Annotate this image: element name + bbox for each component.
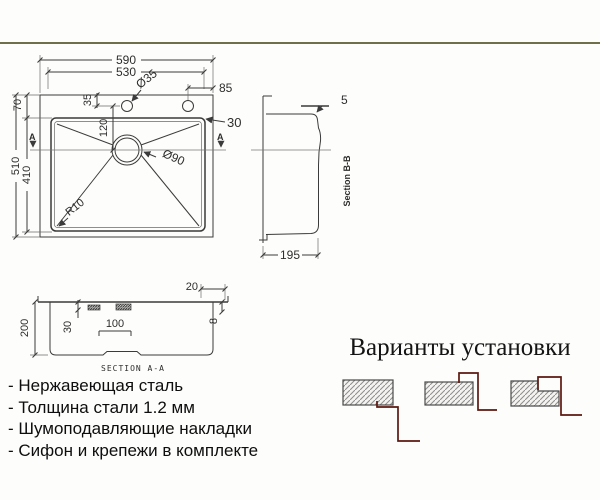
section-marker-a-right: A — [217, 132, 224, 142]
dim-wall-offset: 30 — [62, 321, 74, 333]
dim-corner-radius: R10 — [64, 197, 87, 219]
top-view-drawing: A A 590 530 85 — [10, 53, 241, 240]
side-view-label: Section B-B — [342, 155, 352, 207]
feature-item: - Толщина стали 1.2 мм — [8, 397, 195, 417]
feature-item: - Нержавеющая сталь — [8, 376, 184, 395]
section-bowl-profile — [49, 302, 214, 356]
dim-rim-thickness: 8 — [208, 318, 220, 324]
install-diagram-undermount — [342, 379, 420, 442]
section-aa-label: SECTION A-A — [101, 364, 165, 373]
section-marker-a-left: A — [29, 132, 36, 142]
feature-item: - Шумоподавляющие накладки — [8, 419, 252, 438]
dim-lip-height: 5 — [341, 93, 348, 107]
dim-lip: 20 — [186, 281, 198, 293]
sink-profile-line — [376, 401, 420, 442]
countertop-section — [424, 381, 474, 406]
dim-hole-from-edge: 35 — [82, 94, 94, 106]
sink-profile-line — [458, 372, 497, 411]
dim-rim-depth: 70 — [12, 99, 24, 111]
installation-title: Варианты установки — [349, 334, 571, 361]
dim-overall-depth: 510 — [10, 157, 22, 175]
install-diagram-flushmount — [510, 376, 582, 416]
feature-item: - Сифон и крепежи в комплекте — [8, 440, 259, 460]
faucet-hole-boss-right — [115, 303, 132, 311]
countertop-section — [342, 379, 394, 406]
top-divider-rule — [0, 42, 600, 44]
dim-hole-to-drain: 120 — [98, 119, 110, 137]
faucet-hole-boss-left — [87, 304, 101, 311]
dim-drain-offset: 100 — [106, 318, 124, 330]
dim-hole-diameter: Ø35 — [133, 66, 160, 91]
bowl-inner-rim — [54, 121, 202, 228]
side-view-drawing: 5 Section B-B 195 — [251, 93, 352, 262]
features-list: - Нержавеющая сталь - Толщина стали 1.2 … — [8, 375, 258, 461]
install-diagram-overmount — [424, 372, 497, 411]
sink-profile-line — [537, 376, 582, 416]
faucet-hole-left — [121, 100, 133, 112]
faucet-hole-right — [182, 100, 194, 112]
countertop-section-notched — [510, 380, 560, 407]
dim-rim-gap: 30 — [227, 115, 241, 130]
dim-body-depth: 195 — [280, 248, 300, 262]
bowl-outer-rim — [50, 117, 206, 232]
dim-bowl-height: 200 — [19, 319, 31, 337]
dim-bowl-depth: 410 — [21, 166, 33, 184]
section-aa-drawing: 200 30 100 20 8 SECTION A-A — [19, 281, 229, 373]
dim-overall-width: 590 — [116, 53, 136, 67]
sink-deck-outline — [39, 94, 214, 238]
side-view-body-profile — [265, 113, 322, 235]
dim-hole-right-offset: 85 — [219, 81, 233, 95]
dim-cutout-width: 530 — [116, 65, 136, 79]
